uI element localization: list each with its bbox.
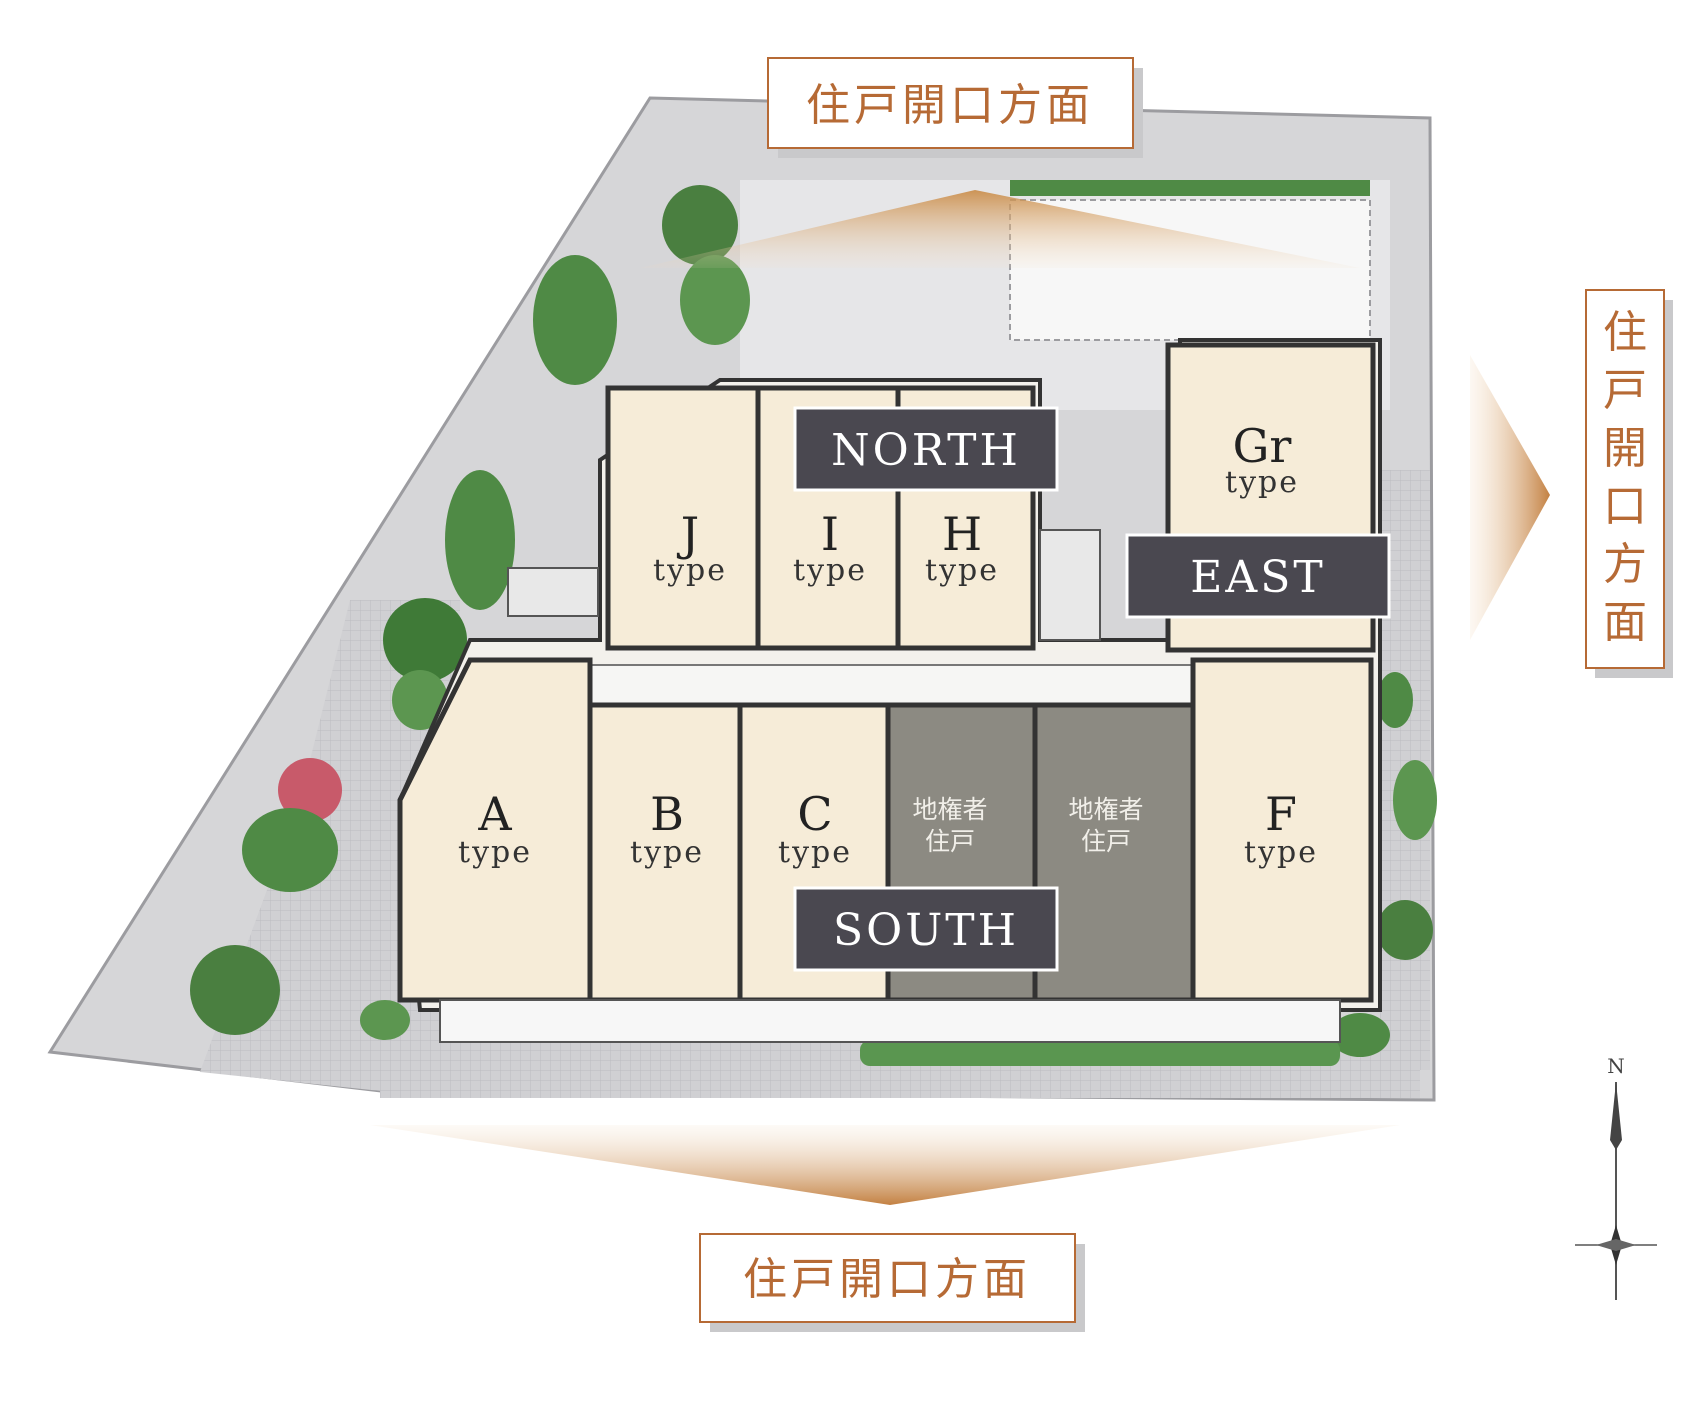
unit-I-type: type — [793, 553, 867, 588]
north-label: NORTH — [793, 406, 1059, 492]
unit-Gr-type: type — [1225, 465, 1299, 500]
svg-text:住戸開口方面: 住戸開口方面 — [806, 80, 1094, 131]
svg-text:EAST: EAST — [1190, 552, 1325, 603]
unit-B[interactable] — [587, 702, 743, 1003]
unit-J-type: type — [653, 553, 727, 588]
north-opening-fan — [640, 190, 1360, 268]
unit-F[interactable] — [1190, 657, 1374, 1003]
unit-C-type: type — [778, 835, 852, 870]
east-opening-label: 住 戸 開 口 方 面 — [1585, 289, 1673, 678]
unit-Gr-letter: Gr — [1233, 419, 1292, 473]
svg-text:口: 口 — [1603, 481, 1647, 532]
unit-C-letter: C — [797, 787, 832, 841]
unit-F-type: type — [1244, 835, 1318, 870]
landowner-2-line2: 住戸 — [1081, 827, 1131, 856]
unit-H-letter: H — [942, 507, 982, 561]
unit-F-letter: F — [1265, 787, 1297, 841]
svg-text:NORTH: NORTH — [831, 425, 1021, 476]
svg-text:SOUTH: SOUTH — [833, 905, 1019, 956]
south-opening-label: 住戸開口方面 — [699, 1233, 1085, 1332]
unit-H-type: type — [925, 553, 999, 588]
north-opening-label: 住戸開口方面 — [767, 57, 1143, 158]
unit-A-letter: A — [477, 787, 512, 841]
svg-text:住: 住 — [1603, 307, 1647, 358]
svg-text:面: 面 — [1603, 597, 1647, 648]
unit-A-type: type — [458, 835, 532, 870]
balcony-south — [439, 999, 1341, 1043]
east-opening-fan — [1470, 355, 1550, 640]
unit-landowner-2[interactable] — [1032, 702, 1196, 1003]
unit-J-letter: J — [677, 507, 699, 561]
south-opening-fan — [370, 1125, 1400, 1205]
svg-text:戸: 戸 — [1603, 365, 1647, 416]
stair-core — [1039, 529, 1101, 641]
landowner-1-line1: 地権者 — [912, 795, 987, 824]
unit-J[interactable] — [605, 385, 761, 651]
svg-text:開: 開 — [1603, 423, 1647, 474]
unit-B-letter: B — [650, 787, 684, 841]
svg-text:住戸開口方面: 住戸開口方面 — [743, 1254, 1031, 1305]
landowner-2-line1: 地権者 — [1068, 795, 1143, 824]
greenery — [190, 180, 1437, 1066]
svg-text:N: N — [1607, 1054, 1625, 1078]
south-label: SOUTH — [793, 886, 1059, 972]
east-label: EAST — [1125, 533, 1391, 619]
unit-I-letter: I — [821, 507, 839, 561]
svg-text:方: 方 — [1603, 539, 1647, 590]
stair-core-2 — [507, 567, 599, 617]
compass-icon: N — [1575, 1054, 1657, 1300]
landowner-1-line2: 住戸 — [925, 827, 975, 856]
unit-B-type: type — [630, 835, 704, 870]
